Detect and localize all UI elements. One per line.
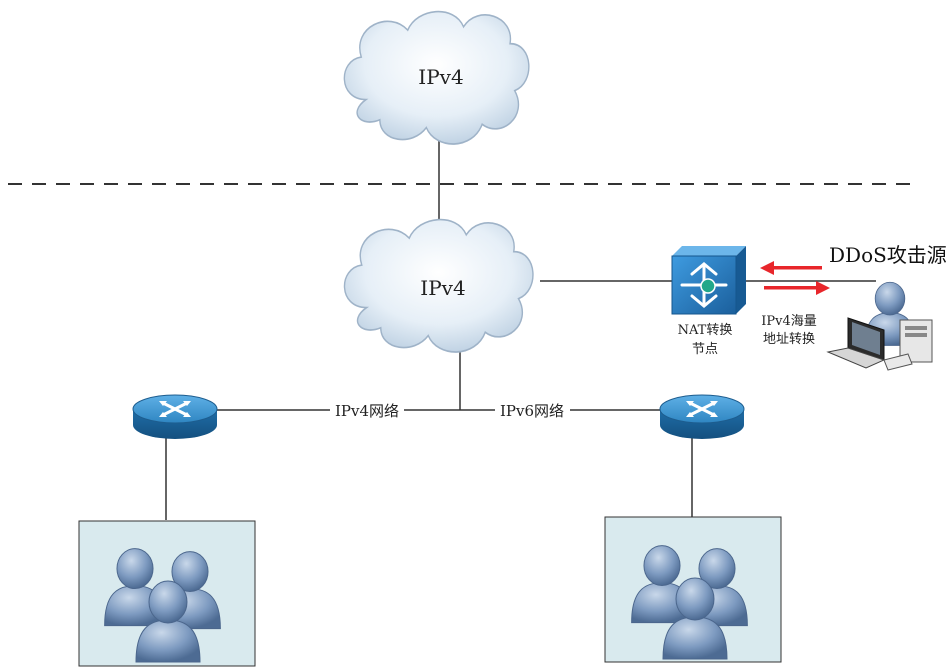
right-router-icon (658, 393, 746, 441)
ipv6-network-label: IPv6网络 (500, 402, 564, 420)
translation-note-line2: 地址转换 (763, 332, 815, 347)
translation-note-line1: IPv4海量 (761, 314, 817, 329)
ddos-source-label: DDoS攻击源 (829, 243, 947, 267)
nat-node-label-line2: 节点 (692, 342, 718, 357)
connection-lines (165, 136, 876, 520)
lower-cloud-label: IPv4 (420, 276, 465, 300)
upper-cloud-label: IPv4 (418, 65, 463, 89)
ipv4-network-label: IPv4网络 (335, 402, 399, 420)
nat-switch-icon (671, 246, 746, 315)
attack-traffic-arrows (760, 261, 830, 295)
nat-node-label-line1: NAT转换 (678, 323, 733, 338)
attacker-workstation-icon (826, 281, 933, 371)
left-router-icon (131, 393, 219, 441)
